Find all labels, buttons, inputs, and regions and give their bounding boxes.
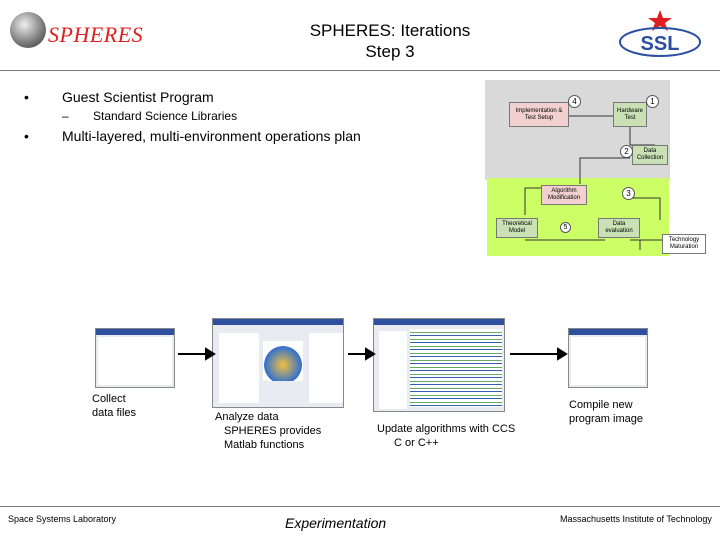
ssl-logo-icon: SSL: [619, 10, 701, 57]
bullet-dot: •: [24, 89, 29, 105]
bullet-guest-scientist: Guest Scientist Program: [62, 89, 214, 105]
update-algorithms-screenshot: [373, 318, 505, 412]
footer-section: Experimentation: [285, 515, 387, 531]
svg-text:SSL: SSL: [641, 33, 680, 55]
bullet-dot: •: [24, 128, 29, 144]
title-line-1: SPHERES: Iterations: [309, 21, 471, 40]
step-4-circle: 4: [568, 95, 581, 108]
theoretical-model-box: Theoretical Model: [496, 218, 538, 238]
footer-rule: [0, 506, 720, 507]
implementation-test-setup-box: Implementation & Test Setup: [509, 102, 569, 127]
bullet-operations-plan: Multi-layered, multi-environment operati…: [62, 128, 361, 144]
step-1-circle: 1: [646, 95, 659, 108]
analyze-caption: Analyze data SPHERES provides Matlab fun…: [215, 411, 322, 451]
data-evaluation-box: Data evaluation: [598, 218, 640, 238]
update-caption: Update algorithms with CCS C or C++: [377, 423, 516, 449]
bullet-science-libraries: Standard Science Libraries: [93, 109, 238, 123]
collect-data-screenshot: [95, 328, 175, 388]
title-line-2: Step 3: [365, 42, 415, 61]
sub-dash: –: [62, 109, 69, 123]
hardware-test-box: Hardware Test: [613, 102, 647, 127]
header-rule: [0, 70, 720, 71]
compile-program-screenshot: [568, 328, 648, 388]
analyze-data-screenshot: [212, 318, 344, 408]
process-arrows: [178, 347, 568, 361]
logo-text: SPHERES: [48, 22, 144, 47]
data-collection-box: Data Collection: [632, 145, 668, 165]
technology-maturation-box: Technology Maturation: [662, 234, 706, 254]
step-2-circle: 2: [620, 145, 633, 158]
spheres-logo-icon: [10, 12, 46, 48]
algorithm-modification-box: Algorithm Modification: [541, 185, 587, 205]
footer-lab: Space Systems Laboratory: [8, 514, 117, 524]
step-3-circle: 3: [622, 187, 635, 200]
footer-institution: Massachusetts Institute of Technology: [560, 514, 712, 524]
page-title: SPHERES: Iterations Step 3: [260, 20, 520, 62]
step-5-circle: 5: [560, 222, 571, 233]
